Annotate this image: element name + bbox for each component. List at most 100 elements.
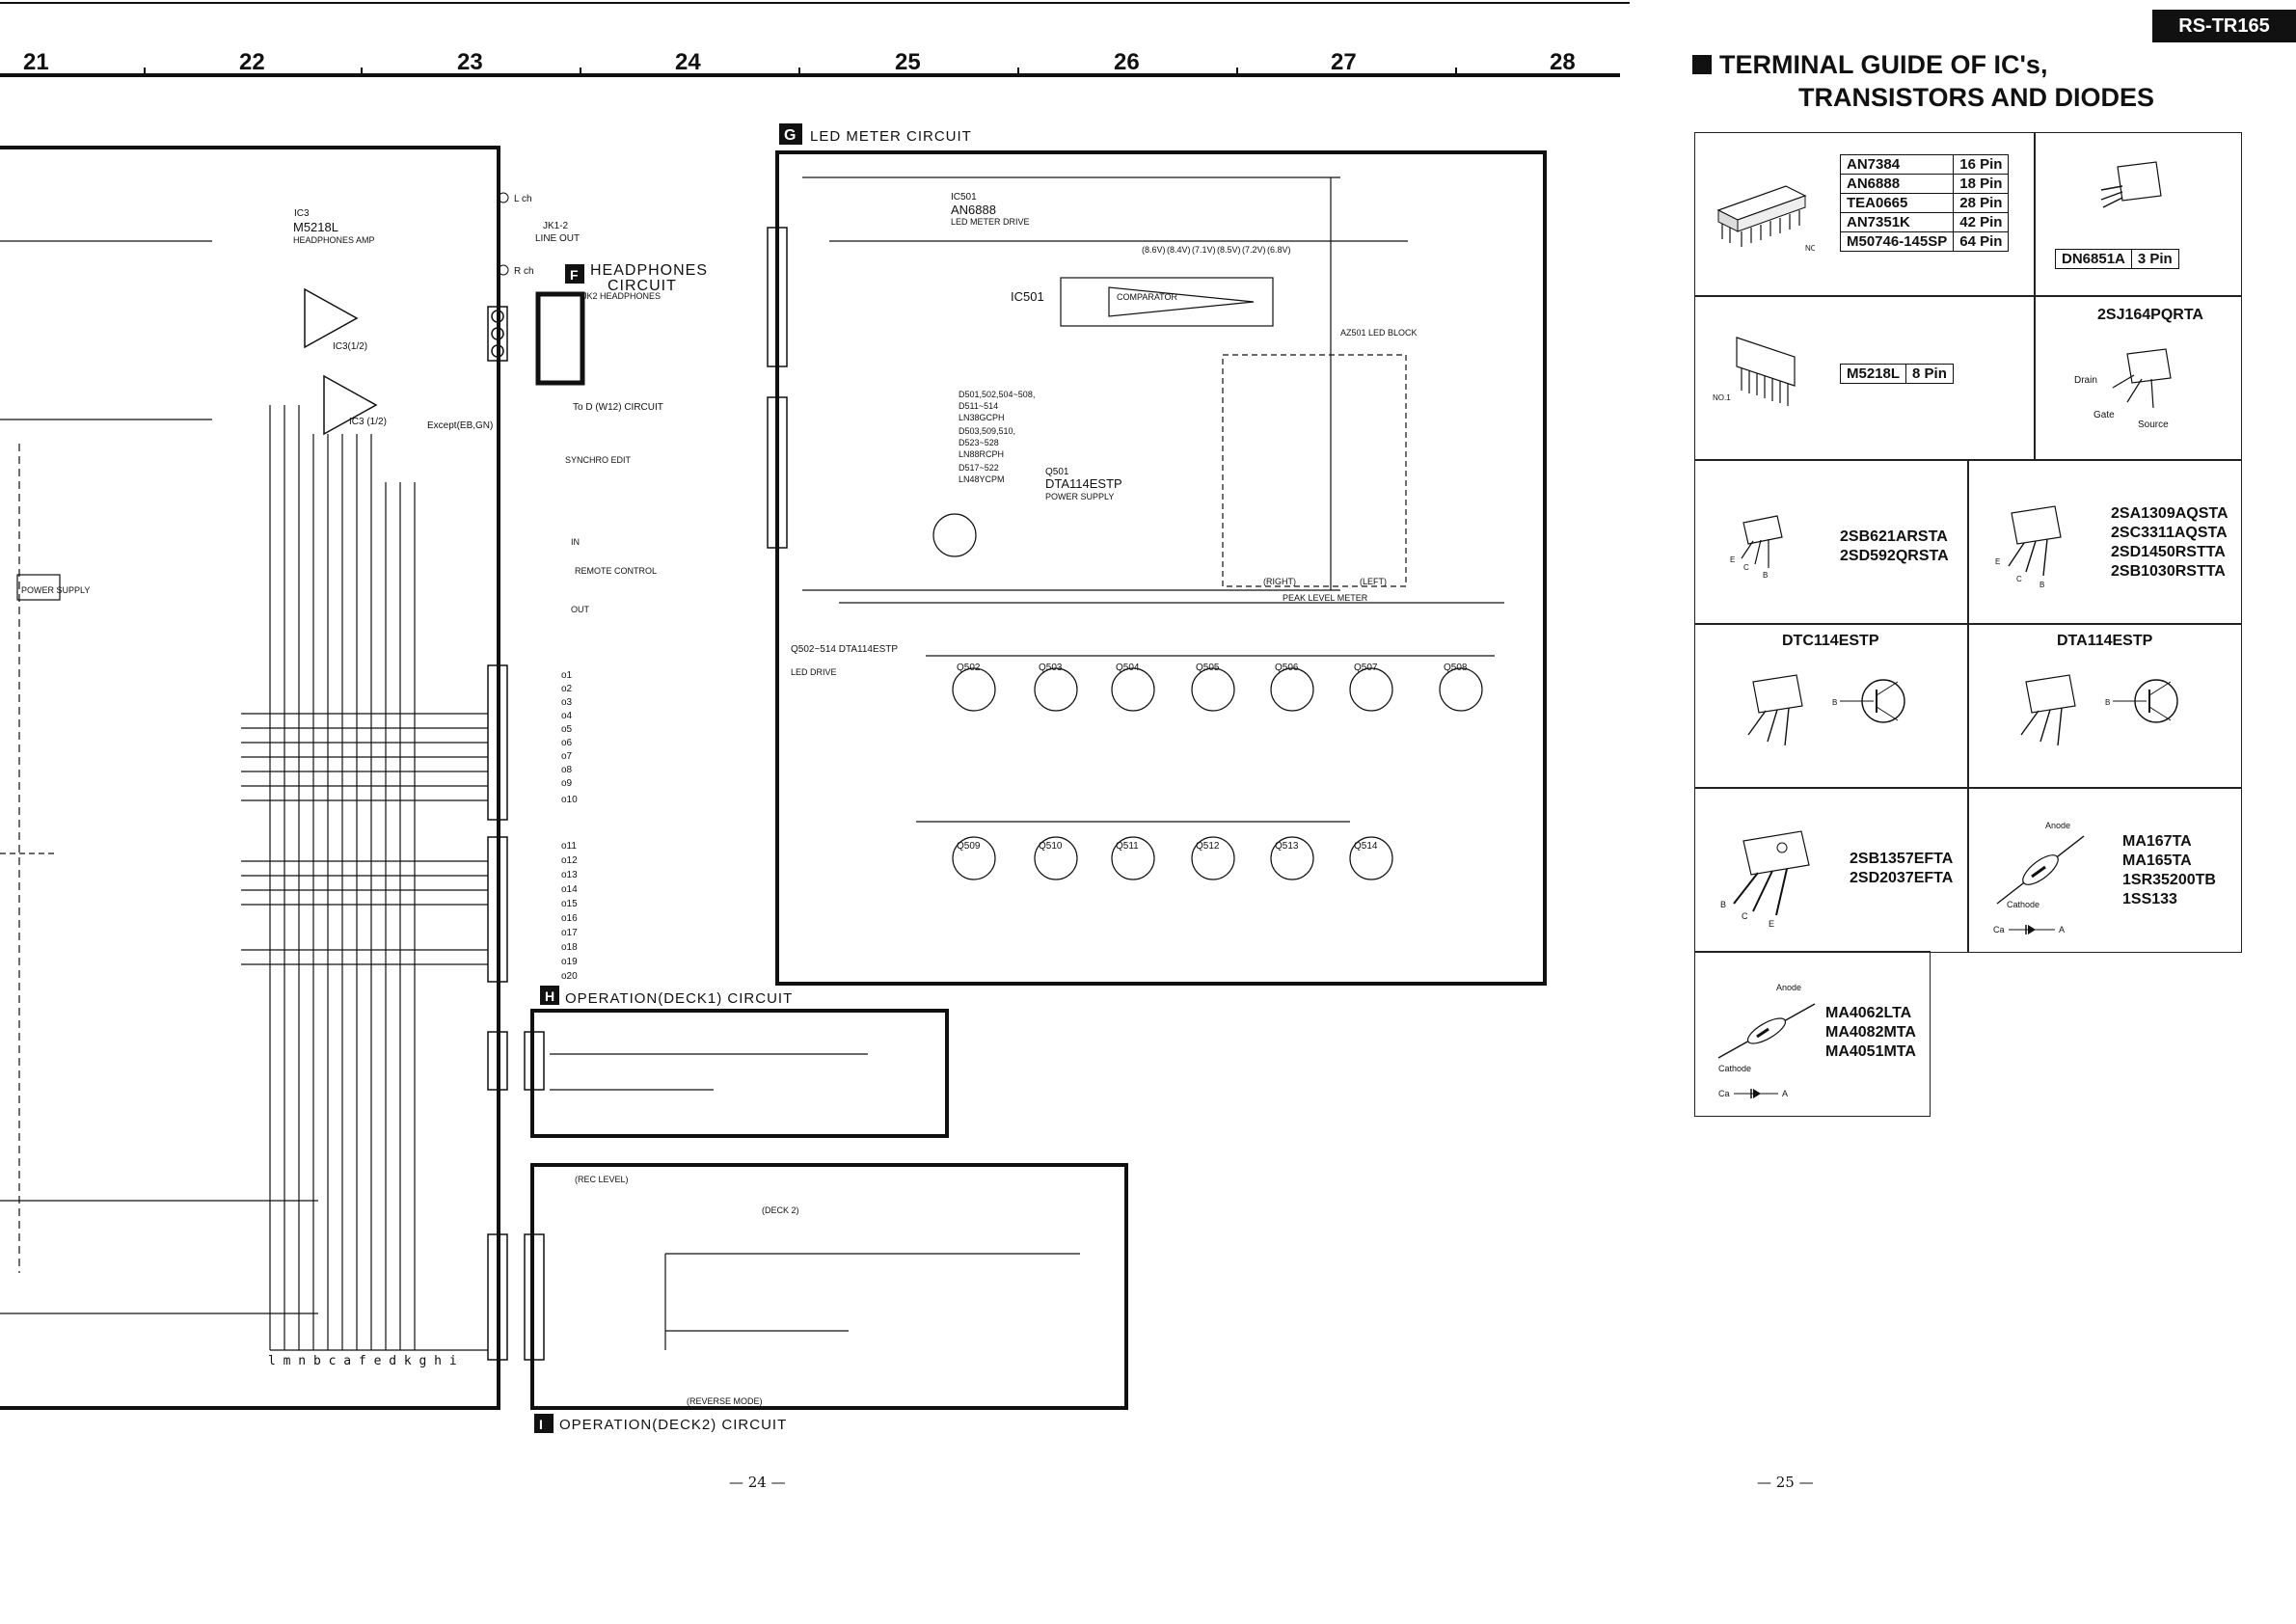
svg-text:o4: o4	[561, 711, 573, 721]
svg-text:Q502~514 DTA114ESTP: Q502~514 DTA114ESTP	[791, 644, 898, 655]
led-meter-text: IC501 AN6888 LED METER DRIVE IC501 COMPA…	[791, 192, 1418, 677]
svg-text:D501,502,504~508,: D501,502,504~508,	[959, 390, 1035, 399]
svg-text:Q510: Q510	[1039, 841, 1063, 852]
svg-text:Q504: Q504	[1116, 663, 1140, 673]
svg-text:Q505: Q505	[1196, 663, 1220, 673]
svg-text:Q502: Q502	[957, 663, 981, 673]
led-drive-top-labels: Q502 Q503 Q504 Q505 Q506 Q507 Q508	[957, 663, 1468, 673]
ruler-num-25: 25	[895, 49, 921, 75]
svg-text:POWER SUPPLY: POWER SUPPLY	[1045, 492, 1114, 501]
svg-text:D511~514: D511~514	[959, 401, 998, 411]
fet-cell: 2SJ164PQRTA Drain Gate Source	[2035, 295, 2242, 461]
diode-a-3: 1SR35200TB	[2122, 872, 2216, 888]
headphones-title: HEADPHONES	[590, 262, 708, 279]
anode-label: Anode	[2045, 821, 2070, 830]
diode-icon: Anode Cathode Ca A	[1993, 821, 2085, 934]
operation-deck2-frame: I OPERATION(DECK2) CIRCUIT (REC LEVEL) (…	[530, 1163, 1128, 1433]
svg-text:NO.1: NO.1	[1713, 393, 1731, 402]
main-board-frame	[0, 146, 500, 1410]
fet-icon: Drain Gate Source	[2074, 348, 2172, 430]
trans-a-1: 2SB621ARSTA	[1840, 528, 1948, 545]
svg-text:IC501: IC501	[1011, 289, 1044, 304]
diode-b-2: MA4082MTA	[1825, 1024, 1916, 1041]
svg-text:o5: o5	[561, 724, 573, 735]
svg-text:o11: o11	[561, 841, 577, 852]
sip8-icon: NO.1	[1713, 337, 1796, 406]
deck2-switches	[664, 1253, 1080, 1350]
deck1-switches	[550, 1053, 868, 1091]
schematic-diagram: 21 22 23 24 25 26 27 28 G LED METER CIRC…	[0, 2, 1630, 1433]
led-drive-bottom-row	[916, 821, 1393, 880]
ic3-half2: IC3 (1/2)	[349, 417, 387, 427]
ic3-half1: IC3(1/2)	[333, 341, 367, 352]
svg-text:o20: o20	[561, 971, 578, 982]
diode-b-1: MA4062LTA	[1825, 1005, 1912, 1021]
headphones-letter: F	[570, 267, 579, 283]
output-labels-left: o1 o2 o3 o4 o5 o6 o7 o8 o9 o10	[561, 670, 578, 805]
ruler-num-28: 28	[1550, 49, 1576, 75]
svg-text:(LEFT): (LEFT)	[1360, 577, 1387, 586]
model-tag: RS-TR165	[2152, 10, 2296, 42]
line-out-rch: R ch	[514, 266, 534, 277]
svg-text:LN38GCPH: LN38GCPH	[959, 413, 1005, 422]
ic3-labels: IC3 M5218L HEADPHONES AMP IC3(1/2) IC3 (…	[293, 208, 387, 436]
in-label: IN	[571, 537, 580, 547]
connector-cn10	[487, 306, 508, 362]
to126-icon: E C B	[1995, 505, 2062, 589]
op1-letter: H	[545, 988, 554, 1004]
ruler-num-26: 26	[1114, 49, 1140, 75]
svg-text:Ca: Ca	[1993, 925, 2005, 934]
bus-lines	[241, 405, 488, 1351]
svg-text:Anode: Anode	[1776, 983, 1801, 992]
svg-text:o12: o12	[561, 855, 578, 866]
diode-a-1: MA167TA	[2122, 833, 2192, 850]
page-number-right: — 25 —	[1757, 1474, 1814, 1491]
line-out-jack: L ch R ch JK1-2 LINE OUT	[498, 192, 580, 277]
trans-a-2: 2SD592QRSTA	[1840, 548, 1949, 564]
svg-text:o14: o14	[561, 884, 578, 895]
connector-cn7	[487, 1031, 545, 1091]
svg-text:E: E	[1769, 919, 1774, 929]
trans-b-cell: E C B 2SA1309AQSTA 2SC3311AQSTA 2SD1450R…	[1967, 459, 2242, 625]
fet-gate-label: Gate	[2093, 410, 2115, 420]
led-meter-internals	[802, 176, 1504, 604]
led-meter-frame: G LED METER CIRCUIT	[775, 123, 1547, 986]
trans-b-3: 2SD1450RSTTA	[2111, 544, 2226, 560]
diode-b-cell: Anode Cathode Ca A MA4062LTA MA4082MTA M…	[1694, 951, 1931, 1117]
left-partial-circuit	[0, 240, 318, 1314]
ic3-name: IC3	[294, 208, 310, 219]
diode-a-cell: Anode Cathode Ca A MA167TA MA165TA 1SR35…	[1967, 787, 2242, 953]
svg-text:o6: o6	[561, 738, 573, 748]
svg-text:E: E	[1995, 557, 2000, 566]
pin-no1-label: NO.1	[1805, 244, 1815, 253]
op1-title: OPERATION(DECK1) CIRCUIT	[565, 990, 793, 1007]
svg-text:AN6888: AN6888	[951, 203, 996, 217]
fet-name: 2SJ164PQRTA	[2097, 307, 2203, 323]
ruler-num-27: 27	[1331, 49, 1357, 75]
svg-text:Ca: Ca	[1718, 1089, 1730, 1098]
dta-cell: DTA114ESTP B	[1967, 623, 2242, 789]
dta-name: DTA114ESTP	[2057, 633, 2153, 649]
led-drive-top-row	[926, 655, 1495, 712]
svg-text:(6.8V): (6.8V)	[1267, 245, 1291, 255]
svg-text:o3: o3	[561, 697, 573, 708]
op2-rec-level: (REC LEVEL)	[575, 1175, 629, 1184]
connector-cp12	[767, 227, 788, 549]
cathode-label: Cathode	[2007, 900, 2039, 909]
svg-text:IC501: IC501	[951, 192, 977, 203]
svg-text:LN88RCPH: LN88RCPH	[959, 449, 1004, 459]
svg-text:Q503: Q503	[1039, 663, 1063, 673]
svg-text:E: E	[1730, 555, 1735, 564]
svg-text:B: B	[1763, 571, 1768, 580]
svg-text:LED METER DRIVE: LED METER DRIVE	[951, 217, 1030, 227]
trans-c-2: 2SD2037EFTA	[1850, 870, 1954, 886]
headphones-to-w12: To D (W12) CIRCUIT	[573, 402, 663, 413]
svg-text:B: B	[1720, 900, 1726, 909]
op2-deck2: (DECK 2)	[762, 1205, 799, 1215]
ruler-num-22: 22	[239, 49, 265, 75]
led-drive-bottom-labels: Q509 Q510 Q511 Q512 Q513 Q514	[957, 841, 1378, 852]
